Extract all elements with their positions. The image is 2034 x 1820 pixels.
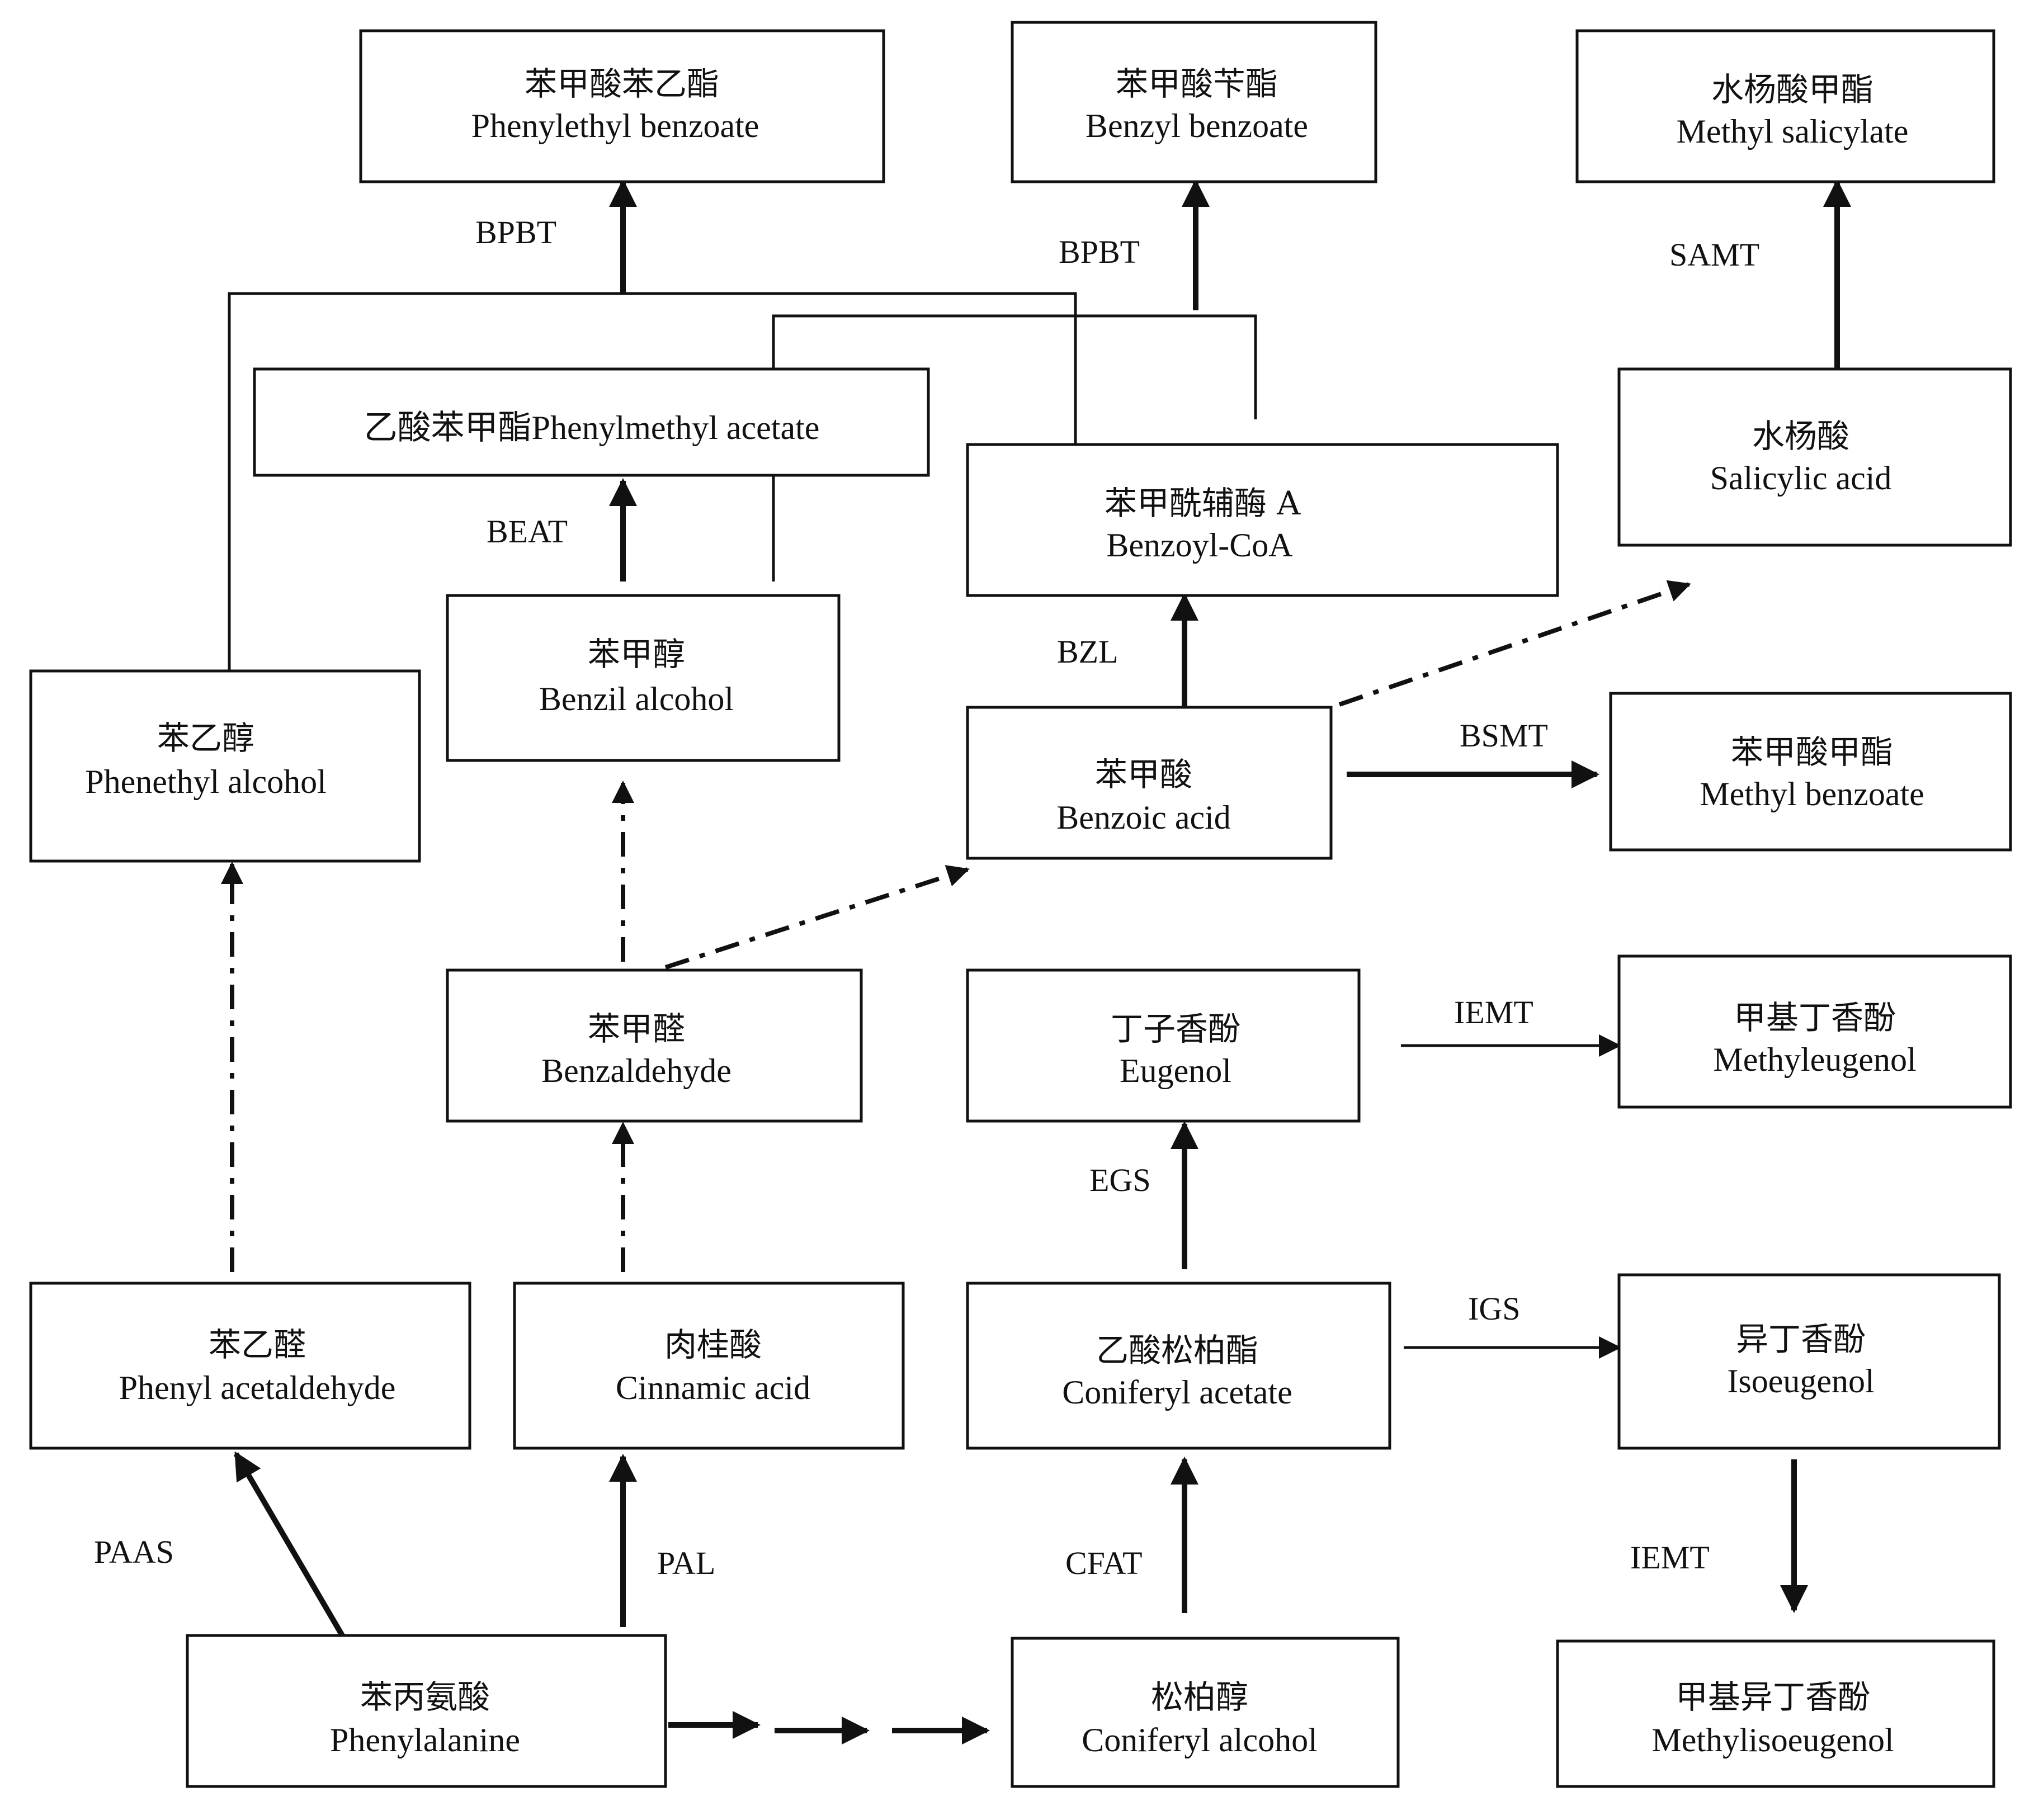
node-label-en: Benzoic acid bbox=[1056, 799, 1231, 836]
node-label-en: Eugenol bbox=[1120, 1052, 1231, 1089]
node-label-en: Coniferyl alcohol bbox=[1082, 1722, 1318, 1758]
node-phenylalanine: 苯丙氨酸 Phenylalanine bbox=[186, 1634, 667, 1788]
node-eugenol: 丁子香酚 Eugenol bbox=[966, 968, 1361, 1123]
node-phenethyl-alcohol: 苯乙醇 Phenethyl alcohol bbox=[29, 669, 421, 863]
enzyme-label-cfat: CFAT bbox=[1065, 1545, 1143, 1581]
enzyme-label-bzl: BZL bbox=[1057, 634, 1119, 670]
enzyme-label-iemt-2: IEMT bbox=[1630, 1539, 1710, 1576]
node-label-cn: 异丁香酚 bbox=[1736, 1320, 1866, 1358]
connectors bbox=[221, 179, 1851, 1745]
node-label-cn: 苯甲酸 bbox=[1095, 755, 1192, 793]
node-label-cn: 苯乙醛 bbox=[209, 1326, 306, 1364]
enzyme-label-paas: PAAS bbox=[94, 1534, 174, 1570]
node-label-en: Isoeugenol bbox=[1727, 1363, 1874, 1400]
enzyme-label-bsmt: BSMT bbox=[1460, 717, 1548, 754]
enzyme-label-bpbt-2: BPBT bbox=[1059, 234, 1140, 270]
node-label-en: Phenethyl alcohol bbox=[85, 763, 327, 800]
node-phenylmethyl-acetate: 乙酸苯甲酯Phenylmethyl acetate bbox=[253, 367, 930, 477]
enzyme-label-beat: BEAT bbox=[487, 513, 568, 550]
node-coniferyl-acetate: 乙酸松柏酯 Coniferyl acetate bbox=[966, 1282, 1391, 1450]
node-isoeugenol: 异丁香酚 Isoeugenol bbox=[1617, 1273, 2001, 1450]
node-label-cn: 丁子香酚 bbox=[1111, 1010, 1240, 1048]
node-label-en: Phenylalanine bbox=[330, 1722, 520, 1758]
node-methyleugenol: 甲基丁香酚 Methyleugenol bbox=[1617, 954, 2012, 1109]
node-label-en: Benzyl benzoate bbox=[1086, 107, 1308, 144]
node-label-cn: 甲基异丁香酚 bbox=[1676, 1678, 1870, 1716]
node-coniferyl-alcohol: 松柏醇 Coniferyl alcohol bbox=[1011, 1637, 1400, 1788]
enzyme-label-pal: PAL bbox=[657, 1545, 715, 1581]
node-salicylic-acid: 水杨酸 Salicylic acid bbox=[1617, 367, 2012, 547]
enzyme-labels: BPBT BPBT SAMT BEAT BZL BSMT IEMT EGS IG… bbox=[94, 214, 1759, 1581]
bpbt-1-bracket bbox=[228, 292, 1077, 671]
node-label-en: Benzoyl-CoA bbox=[1106, 527, 1292, 564]
node-label-en: Phenyl acetaldehyde bbox=[119, 1369, 396, 1406]
node-label-cn: 肉桂酸 bbox=[664, 1326, 762, 1364]
enzyme-label-igs: IGS bbox=[1468, 1290, 1520, 1327]
node-label-cn: 乙酸松柏酯 bbox=[1096, 1331, 1258, 1369]
node-label-cn: 苯乙醇 bbox=[157, 719, 254, 757]
node-label-en: Methyleugenol bbox=[1713, 1041, 1916, 1078]
node-phenylethyl-benzoate: 苯甲酸苯乙酯 Phenylethyl benzoate bbox=[359, 29, 885, 183]
arrow-benzoic-to-salicylic bbox=[1338, 580, 1691, 707]
node-methyl-benzoate: 苯甲酸甲酯 Methyl benzoate bbox=[1609, 692, 2012, 852]
node-label-en: Benzaldehyde bbox=[541, 1052, 732, 1089]
node-label-en: Methyl salicylate bbox=[1677, 113, 1909, 150]
node-label: 乙酸苯甲酯Phenylmethyl acetate bbox=[364, 409, 820, 446]
node-benzil-alcohol: 苯甲醇 Benzil alcohol bbox=[446, 594, 841, 762]
node-label-en: Coniferyl acetate bbox=[1062, 1374, 1292, 1411]
node-label-cn: 苯甲酸甲酯 bbox=[1731, 733, 1893, 771]
enzyme-label-egs: EGS bbox=[1089, 1162, 1151, 1198]
node-benzoic-acid: 苯甲酸 Benzoic acid bbox=[966, 706, 1333, 860]
node-benzaldehyde: 苯甲醛 Benzaldehyde bbox=[446, 968, 863, 1123]
enzyme-label-iemt-1: IEMT bbox=[1454, 994, 1533, 1030]
node-label-en: Phenylethyl benzoate bbox=[471, 107, 759, 144]
node-methyl-salicylate: 水杨酸甲酯 Methyl salicylate bbox=[1575, 29, 1995, 183]
node-label-en: Salicylic acid bbox=[1710, 460, 1892, 497]
arrow-benzaldehyde-to-benzoic-acid bbox=[664, 865, 970, 970]
enzyme-label-samt: SAMT bbox=[1669, 237, 1759, 273]
node-label-cn: 苯丙氨酸 bbox=[360, 1678, 490, 1716]
node-benzoyl-coa: 苯甲酰辅酶 A Benzoyl-CoA bbox=[966, 443, 1559, 597]
node-methylisoeugenol: 甲基异丁香酚 Methylisoeugenol bbox=[1556, 1639, 1995, 1788]
node-label-en: Benzil alcohol bbox=[539, 680, 734, 717]
node-label-cn: 苯甲酸苄酯 bbox=[1116, 65, 1278, 103]
node-label-cn: 苯甲醛 bbox=[588, 1010, 685, 1048]
node-label-cn: 甲基丁香酚 bbox=[1734, 999, 1896, 1037]
node-label-cn: 水杨酸 bbox=[1752, 417, 1849, 455]
node-label-cn: 苯甲醇 bbox=[588, 635, 685, 673]
node-label-en: Methyl benzoate bbox=[1700, 776, 1924, 812]
node-label-cn: 松柏醇 bbox=[1151, 1678, 1248, 1716]
node-label-cn: 苯甲酰辅酶 A bbox=[1105, 484, 1301, 522]
node-phenyl-acetaldehyde: 苯乙醛 Phenyl acetaldehyde bbox=[29, 1282, 471, 1450]
node-label-en: Cinnamic acid bbox=[616, 1369, 810, 1406]
arrow-paas bbox=[233, 1451, 345, 1637]
node-benzyl-benzoate: 苯甲酸苄酯 Benzyl benzoate bbox=[1011, 21, 1377, 183]
enzyme-label-bpbt-1: BPBT bbox=[475, 214, 556, 250]
node-label-en: Methylisoeugenol bbox=[1651, 1722, 1894, 1758]
node-cinnamic-acid: 肉桂酸 Cinnamic acid bbox=[513, 1282, 905, 1450]
node-label-cn: 水杨酸甲酯 bbox=[1711, 70, 1873, 108]
node-label-cn: 苯甲酸苯乙酯 bbox=[525, 65, 719, 103]
